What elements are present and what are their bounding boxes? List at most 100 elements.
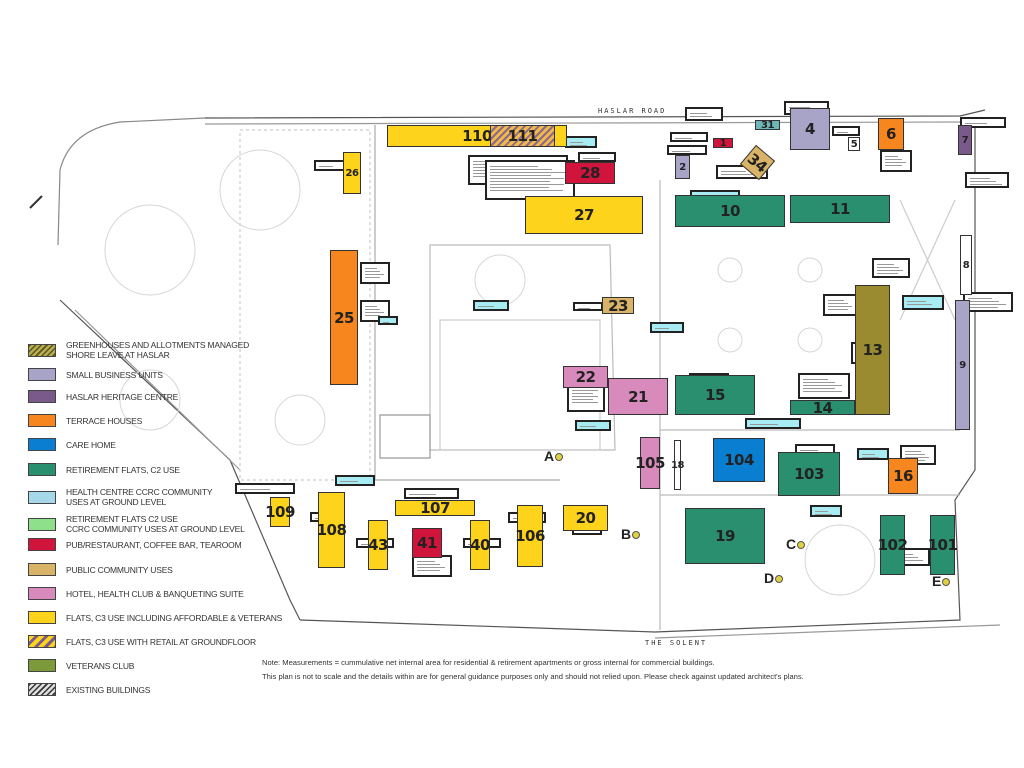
legend-swatch bbox=[28, 563, 56, 576]
point-marker-a: A bbox=[544, 448, 563, 464]
building-annotation-box bbox=[902, 295, 944, 310]
building-105: 105 bbox=[635, 437, 665, 489]
point-marker-c: C bbox=[786, 536, 805, 552]
building-number: 10 bbox=[720, 202, 740, 220]
building-13: 13 bbox=[855, 285, 890, 415]
building-101: 101 bbox=[928, 515, 958, 575]
building-number: 23 bbox=[608, 296, 628, 315]
building-annotation-box bbox=[667, 145, 707, 155]
legend-swatch bbox=[28, 683, 56, 696]
legend-item: PUBLIC COMMUNITY USES bbox=[28, 563, 173, 576]
building-number: 43 bbox=[368, 536, 388, 554]
building-number: 102 bbox=[877, 536, 908, 554]
building-23: 23 bbox=[602, 296, 634, 315]
legend-label: RETIREMENT FLATS C2 USE CCRC COMMUNITY U… bbox=[66, 514, 245, 534]
legend-label: RETIREMENT FLATS, C2 USE bbox=[66, 464, 180, 475]
legend-label: EXISTING BUILDINGS bbox=[66, 684, 151, 695]
building-number: 16 bbox=[893, 467, 913, 485]
legend-item: CARE HOME bbox=[28, 438, 116, 451]
building-annotation-box bbox=[578, 152, 616, 162]
note-line-1: Note: Measurements = cummulative net int… bbox=[262, 658, 715, 667]
legend-label: HOTEL, HEALTH CLUB & BANQUETING SUITE bbox=[66, 588, 244, 599]
legend-label: GREENHOUSES AND ALLOTMENTS MANAGED SHORE… bbox=[66, 340, 250, 360]
building-annotation-box bbox=[965, 172, 1009, 188]
legend-label: PUB/RESTAURANT, COFFEE BAR, TEAROOM bbox=[66, 539, 242, 550]
building-8: 8 bbox=[960, 235, 972, 295]
legend-item: HOTEL, HEALTH CLUB & BANQUETING SUITE bbox=[28, 587, 244, 600]
building-25: 25 bbox=[330, 250, 358, 385]
building-annotation-box bbox=[823, 294, 859, 316]
building-annotation-box bbox=[235, 483, 295, 494]
legend-swatch bbox=[28, 611, 56, 624]
building-number: 22 bbox=[575, 368, 596, 386]
building-number: 108 bbox=[316, 521, 347, 539]
building-number: 107 bbox=[420, 499, 450, 517]
building-number: 41 bbox=[417, 534, 437, 552]
building-annotation-box bbox=[575, 420, 611, 431]
point-marker-d: D bbox=[764, 570, 783, 586]
legend-item: GREENHOUSES AND ALLOTMENTS MANAGED SHORE… bbox=[28, 340, 249, 360]
legend-swatch bbox=[28, 587, 56, 600]
building-40: 40 bbox=[470, 520, 490, 570]
building-27: 27 bbox=[525, 196, 643, 234]
building-111: 111 bbox=[490, 125, 555, 147]
building-number: 1 bbox=[719, 137, 727, 149]
building-annotation-box bbox=[832, 126, 860, 136]
legend-item: VETERANS CLUB bbox=[28, 659, 134, 672]
building-15: 15 bbox=[675, 375, 755, 415]
building-annotation-box bbox=[880, 150, 912, 172]
legend-swatch bbox=[28, 538, 56, 551]
building-number: 110 bbox=[462, 127, 492, 145]
building-annotation-box bbox=[473, 300, 509, 311]
building-43: 43 bbox=[368, 520, 388, 570]
building-annotation-box bbox=[650, 322, 684, 333]
note-line-2: This plan is not to scale and the detail… bbox=[262, 672, 804, 681]
legend-swatch bbox=[28, 635, 56, 648]
plan-note: Note: Measurements = cummulative net int… bbox=[262, 656, 804, 684]
legend-item: FLATS, C3 USE WITH RETAIL AT GROUNDFLOOR bbox=[28, 635, 256, 648]
building-103: 103 bbox=[778, 452, 840, 496]
building-102: 102 bbox=[877, 515, 908, 575]
legend-label: VETERANS CLUB bbox=[66, 660, 135, 671]
building-number: 31 bbox=[761, 119, 774, 131]
legend-item: RETIREMENT FLATS C2 USE CCRC COMMUNITY U… bbox=[28, 514, 245, 534]
building-annotation-box bbox=[412, 555, 452, 577]
building-22: 22 bbox=[563, 366, 608, 388]
building-number: 26 bbox=[345, 167, 359, 179]
legend-label: FLATS, C3 USE WITH RETAIL AT GROUNDFLOOR bbox=[66, 636, 256, 647]
building-annotation-box bbox=[360, 262, 390, 284]
legend-swatch bbox=[28, 517, 56, 531]
building-10: 10 bbox=[675, 195, 785, 227]
building-number: 27 bbox=[574, 206, 594, 224]
building-number: 13 bbox=[862, 341, 883, 359]
building-annotation-box bbox=[670, 132, 708, 142]
legend-item: PUB/RESTAURANT, COFFEE BAR, TEAROOM bbox=[28, 538, 242, 551]
building-number: 109 bbox=[265, 503, 295, 521]
building-annotation-box bbox=[810, 505, 842, 517]
building-19: 19 bbox=[685, 508, 765, 564]
building-annotation-box bbox=[378, 316, 398, 325]
point-marker-e: E bbox=[932, 573, 950, 589]
building-number: 103 bbox=[794, 465, 824, 483]
legend-swatch bbox=[28, 463, 56, 476]
building-number: 18 bbox=[671, 459, 684, 471]
building-2: 2 bbox=[675, 155, 690, 179]
building-annotation-box bbox=[565, 136, 597, 148]
legend-item: EXISTING BUILDINGS bbox=[28, 683, 150, 696]
legend-swatch bbox=[28, 343, 56, 357]
legend-swatch bbox=[28, 390, 56, 403]
legend-label: FLATS, C3 USE INCLUDING AFFORDABLE & VET… bbox=[66, 612, 283, 623]
building-annotation-box bbox=[685, 107, 723, 121]
building-number: 15 bbox=[705, 386, 725, 404]
building-number: 5 bbox=[850, 138, 858, 150]
building-6: 6 bbox=[878, 118, 904, 150]
building-number: 14 bbox=[812, 398, 833, 417]
point-marker-b: B bbox=[621, 526, 640, 542]
building-number: 11 bbox=[830, 200, 850, 218]
north-arrow-icon bbox=[29, 195, 43, 209]
building-number: 105 bbox=[635, 454, 665, 472]
building-number: 4 bbox=[805, 120, 815, 138]
building-1: 1 bbox=[713, 137, 733, 149]
building-number: 40 bbox=[470, 536, 490, 554]
